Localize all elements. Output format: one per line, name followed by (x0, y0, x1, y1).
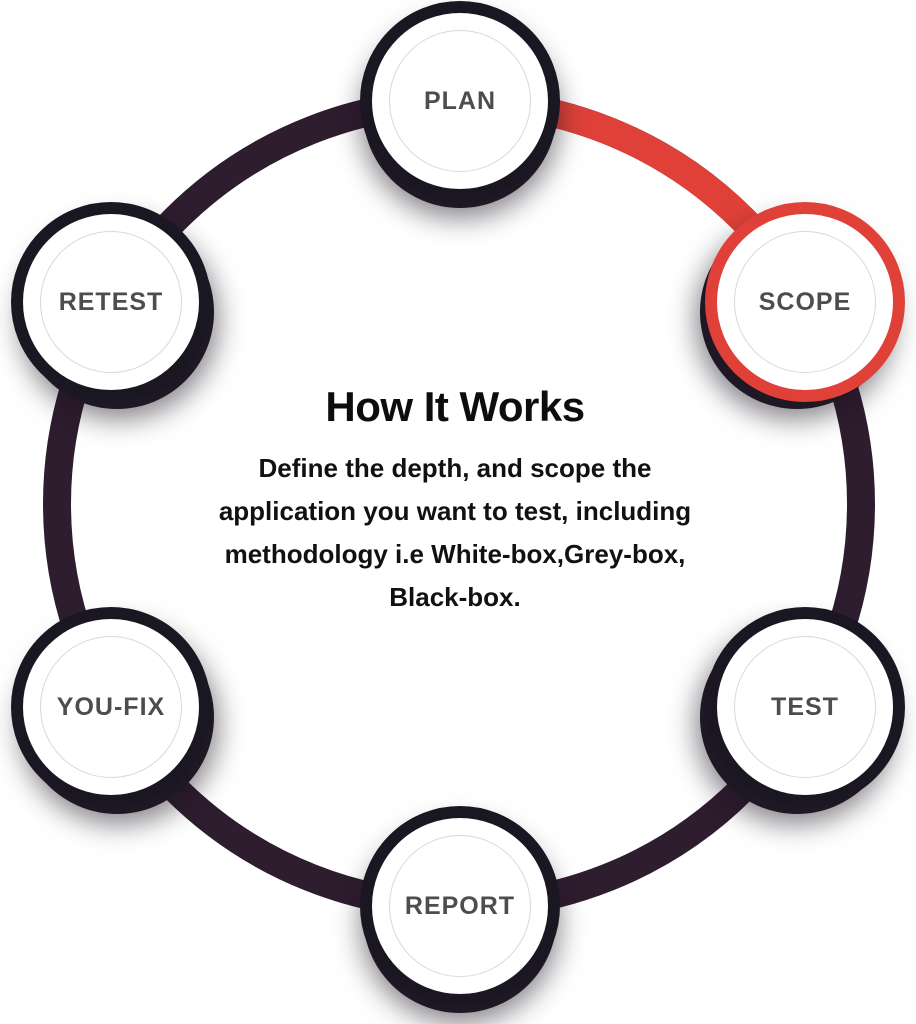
node-report-label: REPORT (404, 891, 516, 920)
node-you-fix[interactable]: YOU-FIX (11, 607, 211, 807)
active-step-description: Define the depth, and scope the applicat… (218, 453, 692, 612)
node-you-fix-label: YOU-FIX (56, 692, 166, 721)
diagram-title: How It Works (325, 383, 585, 430)
node-retest-label: RETEST (58, 287, 164, 316)
node-test-label: TEST (771, 692, 839, 721)
node-scope-label: SCOPE (758, 287, 852, 316)
node-report[interactable]: REPORT (360, 806, 560, 1006)
node-retest[interactable]: RETEST (11, 202, 211, 402)
node-plan-label: PLAN (423, 86, 497, 115)
node-test[interactable]: TEST (705, 607, 905, 807)
node-scope[interactable]: SCOPE (705, 202, 905, 402)
center-text-block: How It Works Define the depth, and scope… (145, 383, 765, 619)
node-plan[interactable]: PLAN (360, 1, 560, 201)
